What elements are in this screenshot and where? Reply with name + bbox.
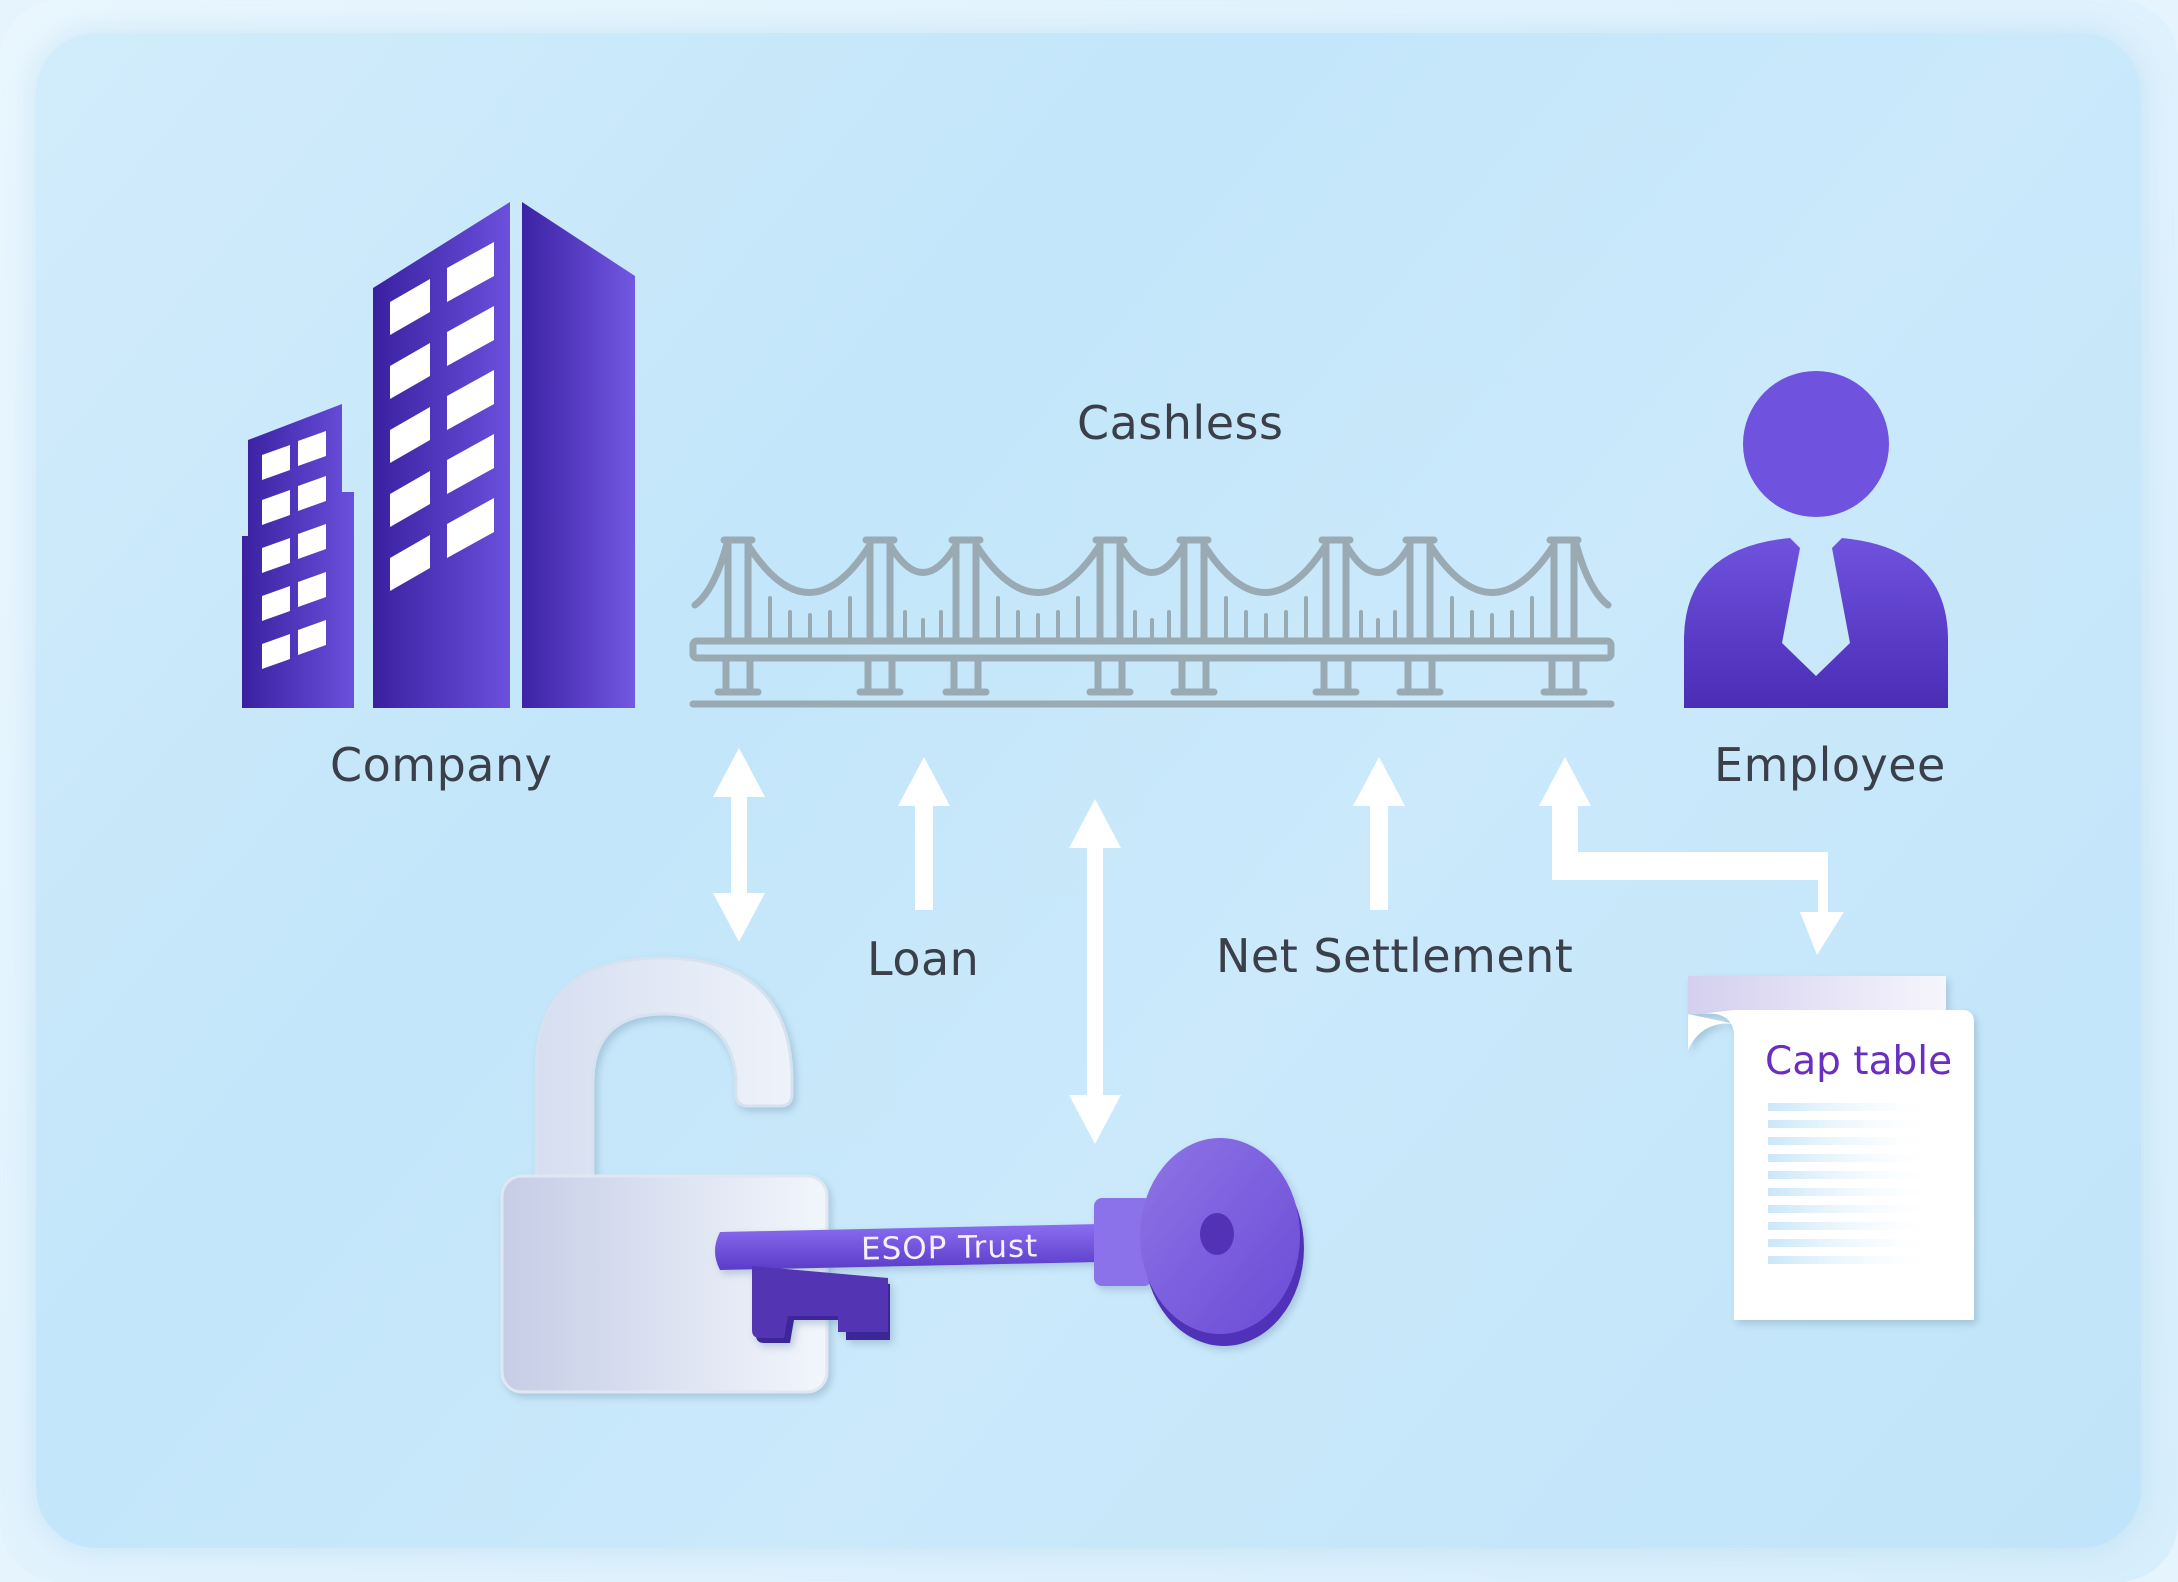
loan-label: Loan (867, 932, 979, 986)
arrow-loan-up (898, 757, 950, 910)
arrow-bidirectional-trust-bridge (1069, 799, 1121, 1144)
arrow-bidirectional-company-trust (713, 748, 765, 942)
bridge-icon (693, 540, 1611, 704)
building-icon (242, 202, 635, 708)
person-icon (1684, 371, 1948, 708)
cashless-label: Cashless (1077, 396, 1283, 450)
net-settlement-label: Net Settlement (1216, 929, 1573, 983)
esop-trust-label: ESOP Trust (861, 1228, 1039, 1267)
document-icon (1688, 976, 1974, 1320)
employee-label: Employee (1714, 738, 1946, 792)
company-label: Company (330, 738, 552, 792)
arrow-net-settlement-up (1353, 757, 1405, 910)
cap-table-label: Cap table (1765, 1039, 1952, 1084)
